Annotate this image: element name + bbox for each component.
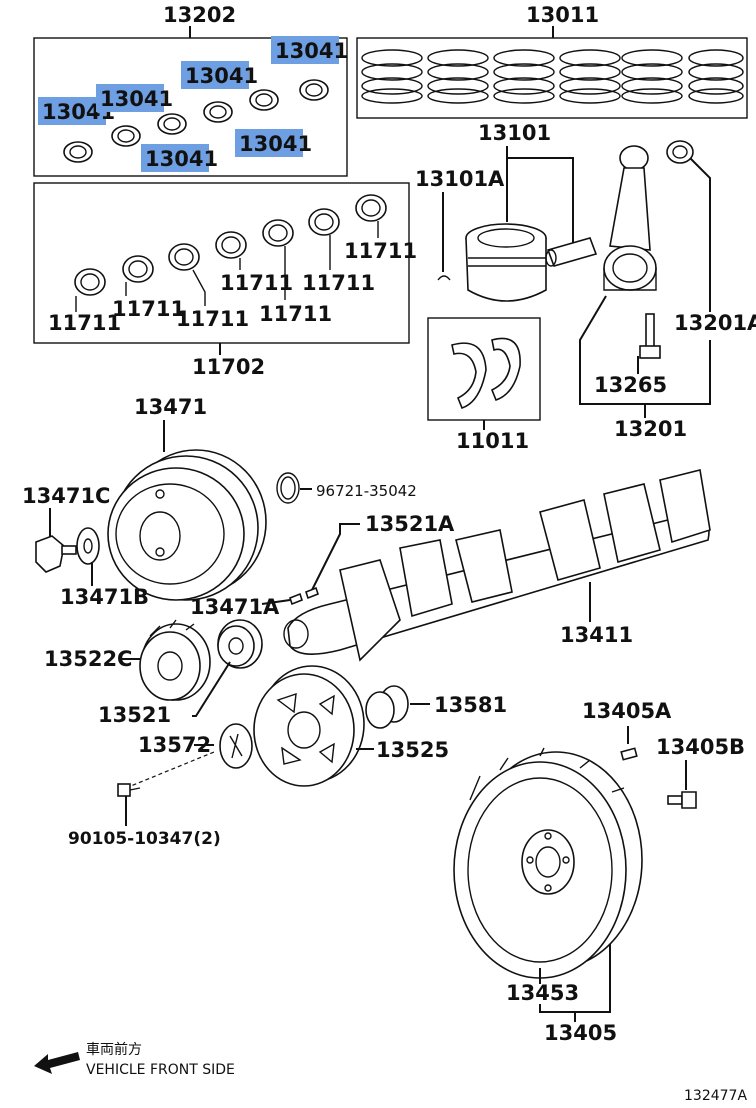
washer-icon bbox=[76, 527, 100, 565]
label-13471B[interactable]: 13471B bbox=[60, 585, 149, 609]
label-13521A[interactable]: 13521A bbox=[365, 512, 455, 536]
label-13101[interactable]: 13101 bbox=[478, 121, 551, 145]
highlight-13041-d bbox=[271, 36, 339, 64]
bearing-set-11702-box bbox=[33, 182, 410, 344]
connecting-rod-icon bbox=[603, 145, 657, 291]
rod-bolt-icon bbox=[639, 313, 661, 359]
label-11702[interactable]: 11702 bbox=[192, 355, 265, 379]
rod-bearing-icon bbox=[666, 140, 694, 164]
label-13041-d[interactable]: 13041 bbox=[275, 39, 348, 63]
crankshaft-icon bbox=[283, 469, 711, 662]
piston-ring-icon bbox=[361, 49, 744, 104]
highlight-13041-c bbox=[181, 61, 249, 89]
label-13471A[interactable]: 13471A bbox=[190, 595, 280, 619]
label-11711-e[interactable]: 11711 bbox=[259, 302, 332, 326]
highlight-13041-a bbox=[38, 97, 106, 125]
label-13041-b[interactable]: 13041 bbox=[100, 87, 173, 111]
highlight-13041-e bbox=[141, 144, 209, 172]
label-90105-10347[interactable]: 90105-10347(2) bbox=[68, 829, 221, 849]
label-13453[interactable]: 13453 bbox=[506, 981, 579, 1005]
label-13405[interactable]: 13405 bbox=[544, 1021, 617, 1045]
label-13041-e[interactable]: 13041 bbox=[145, 147, 218, 171]
front-arrow-icon bbox=[34, 1052, 80, 1074]
dowel-pin-icon bbox=[620, 747, 638, 761]
piston-icon bbox=[465, 223, 547, 302]
label-11711-g[interactable]: 11711 bbox=[176, 307, 249, 331]
highlight-13041-b bbox=[96, 84, 164, 112]
gear-bolt-icon bbox=[117, 783, 141, 797]
label-11011[interactable]: 11011 bbox=[456, 429, 529, 453]
highlight-13041-f bbox=[235, 129, 303, 157]
label-11711-d[interactable]: 11711 bbox=[112, 297, 185, 321]
piston-ring-set-box bbox=[356, 37, 748, 119]
label-13471C[interactable]: 13471C bbox=[22, 484, 110, 508]
label-13041-f[interactable]: 13041 bbox=[239, 132, 312, 156]
main-bearing-shell-icon bbox=[63, 79, 329, 163]
label-96721-35042[interactable]: 96721-35042 bbox=[316, 482, 417, 500]
label-13202[interactable]: 13202 bbox=[163, 3, 236, 27]
crank-bearing-icon bbox=[74, 194, 387, 296]
piston-pin-icon bbox=[545, 237, 598, 267]
oil-pump-drive-gear-icon bbox=[253, 665, 365, 787]
o-ring-icon bbox=[276, 472, 300, 504]
plug-icon bbox=[365, 685, 409, 729]
label-13581[interactable]: 13581 bbox=[434, 693, 507, 717]
pulley-bolt-icon bbox=[35, 535, 77, 573]
flywheel-icon bbox=[453, 747, 643, 979]
timing-gear-icon bbox=[139, 619, 211, 701]
woodruff-key-icon bbox=[289, 586, 319, 606]
crank-sprocket-icon bbox=[217, 619, 263, 669]
label-11711-a[interactable]: 11711 bbox=[344, 239, 417, 263]
snap-ring-icon bbox=[437, 275, 451, 281]
figure-code: 132477A bbox=[684, 1088, 747, 1104]
label-11711-f[interactable]: 11711 bbox=[48, 311, 121, 335]
label-13471[interactable]: 13471 bbox=[134, 395, 207, 419]
label-13525[interactable]: 13525 bbox=[376, 738, 449, 762]
label-13405B[interactable]: 13405B bbox=[656, 735, 745, 759]
label-13011[interactable]: 13011 bbox=[526, 3, 599, 27]
label-11711-b[interactable]: 11711 bbox=[220, 271, 293, 295]
label-11711-c[interactable]: 11711 bbox=[302, 271, 375, 295]
gear-plate-icon bbox=[219, 723, 253, 769]
label-13201[interactable]: 13201 bbox=[614, 417, 687, 441]
direction-label-jp: 車両前方 bbox=[86, 1041, 142, 1058]
flywheel-bolt-icon bbox=[667, 791, 697, 809]
crank-pulley-icon bbox=[107, 449, 267, 601]
direction-label-en: VEHICLE FRONT SIDE bbox=[86, 1062, 235, 1078]
label-13405A[interactable]: 13405A bbox=[582, 699, 672, 723]
label-13521[interactable]: 13521 bbox=[98, 703, 171, 727]
label-13522C[interactable]: 13522C bbox=[44, 647, 132, 671]
label-13265[interactable]: 13265 bbox=[594, 373, 667, 397]
label-13411[interactable]: 13411 bbox=[560, 623, 633, 647]
label-13101A[interactable]: 13101A bbox=[415, 167, 505, 191]
thrust-washer-icon bbox=[451, 337, 521, 409]
label-13201A[interactable]: 13201A bbox=[674, 311, 756, 335]
label-13041-c[interactable]: 13041 bbox=[185, 64, 258, 88]
